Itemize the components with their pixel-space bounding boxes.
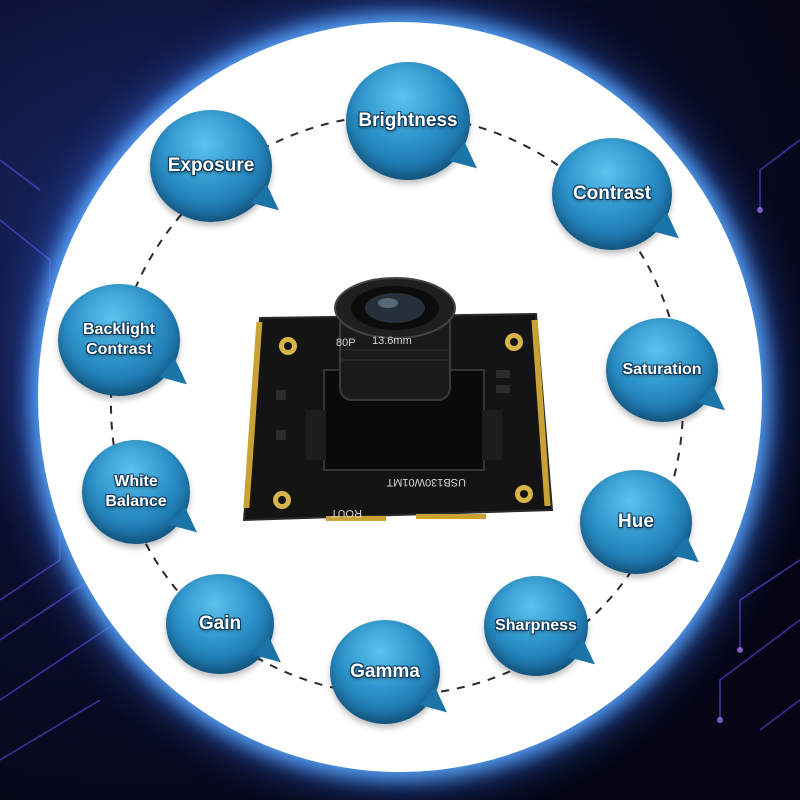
- feature-gamma-bubble: Gamma: [330, 620, 440, 724]
- feature-exposure-bubble: Exposure: [150, 110, 272, 222]
- feature-contrast-label: Contrast: [572, 183, 652, 204]
- feature-gain-bubble: Gain: [166, 574, 274, 674]
- feature-backlight-contrast-bubble: Backlight Contrast: [58, 284, 180, 396]
- board-model-text: USB130W01MT: [386, 476, 466, 488]
- feature-sharpness-label: Sharpness: [495, 617, 577, 634]
- feature-white-balance-label: White Balance: [105, 473, 167, 510]
- feature-gamma-label: Gamma: [350, 661, 420, 682]
- feature-sharpness-bubble: Sharpness: [484, 576, 588, 676]
- feature-brightness-label: Brightness: [358, 110, 458, 131]
- feature-hue-bubble: Hue: [580, 470, 692, 574]
- lens-text-focal: 13.6mm: [372, 335, 412, 347]
- lens-text-80p: 80P: [336, 337, 356, 349]
- feature-saturation-label: Saturation: [622, 361, 702, 378]
- feature-white-balance-bubble: White Balance: [82, 440, 190, 544]
- feature-exposure-label: Exposure: [167, 155, 255, 176]
- feature-backlight-contrast-label: Backlight Contrast: [82, 321, 155, 358]
- board-rout-text: ROUT: [331, 507, 362, 519]
- feature-gain-label: Gain: [198, 613, 242, 634]
- feature-contrast-bubble: Contrast: [552, 138, 672, 250]
- usb-camera-module: 80P 13.6mm USB130W01MT ROUT: [242, 277, 554, 522]
- feature-hue-label: Hue: [618, 511, 654, 532]
- feature-brightness-bubble: Brightness: [346, 62, 470, 180]
- feature-saturation-bubble: Saturation: [606, 318, 718, 422]
